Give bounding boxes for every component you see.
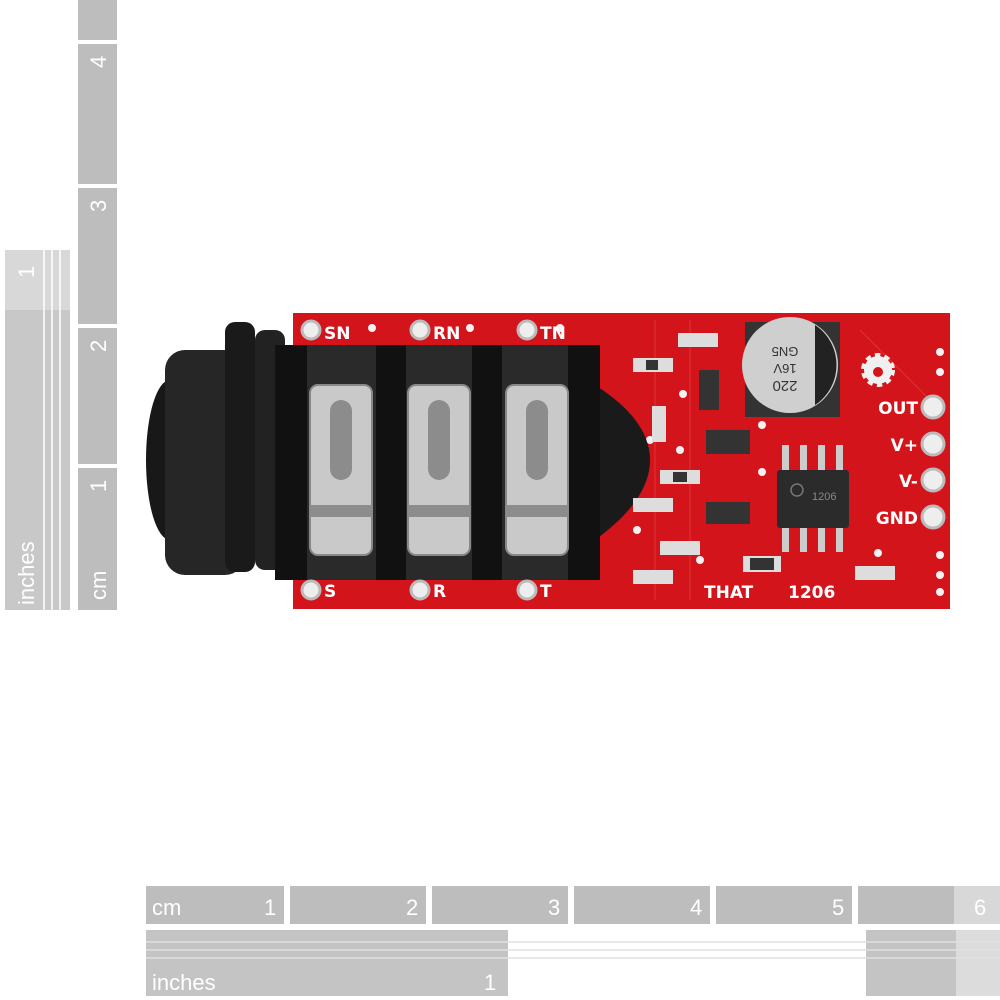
- bottom-ruler-cm-3: 3: [548, 895, 560, 920]
- pad-r: [409, 579, 431, 601]
- audio-jack: [146, 322, 650, 580]
- board-part-number: 1206: [788, 583, 835, 603]
- cap-text-3: GN5: [772, 344, 799, 359]
- label-sn: SN: [324, 324, 350, 344]
- cap-text-1: 220: [772, 377, 797, 394]
- pcb-board: SN RN TN S R T OUT V+ V- GND THAT 1206 2…: [146, 313, 950, 609]
- ic-marking: 1206: [812, 491, 836, 503]
- pad-rn: [409, 319, 431, 341]
- left-ruler-cm-3: 3: [86, 200, 111, 212]
- label-r: R: [433, 582, 446, 602]
- label-out: OUT: [878, 399, 918, 419]
- label-gnd: GND: [876, 509, 918, 529]
- left-ruler-cm-2: 2: [86, 340, 111, 352]
- label-t: T: [540, 582, 552, 602]
- open-hardware-gear-icon: [861, 353, 895, 387]
- that1206-ic: 1206: [777, 445, 849, 552]
- bottom-ruler-inch-1: 1: [484, 970, 496, 995]
- label-s: S: [324, 582, 336, 602]
- pad-vplus: [920, 431, 946, 457]
- label-tn: TN: [540, 324, 566, 344]
- left-ruler: inches 1 cm 1 2 3 4: [5, 0, 117, 610]
- bottom-ruler-inches-label: inches: [152, 970, 216, 995]
- bottom-ruler-cm-6: 6: [974, 895, 986, 920]
- left-ruler-inch-1: 1: [14, 266, 39, 278]
- label-rn: RN: [433, 324, 460, 344]
- bottom-ruler-cm-1: 1: [264, 895, 276, 920]
- bottom-ruler-cm-5: 5: [832, 895, 844, 920]
- board-title: THAT: [704, 583, 754, 603]
- left-ruler-inches-label: inches: [14, 541, 39, 605]
- pad-out: [920, 394, 946, 420]
- bottom-ruler: cm 1 2 3 4 5 6 inches 1: [146, 886, 1000, 996]
- bottom-ruler-cm-label: cm: [152, 895, 181, 920]
- pad-t: [516, 579, 538, 601]
- label-vplus: V+: [891, 436, 918, 456]
- cap-text-2: 16V: [773, 361, 796, 376]
- pad-gnd: [920, 504, 946, 530]
- label-vminus: V-: [899, 472, 918, 492]
- pad-vminus: [920, 467, 946, 493]
- bottom-ruler-cm-2: 2: [406, 895, 418, 920]
- capacitor: 220 16V GN5: [742, 317, 840, 417]
- pad-s: [300, 579, 322, 601]
- left-ruler-cm-1: 1: [86, 480, 111, 492]
- left-ruler-cm-4: 4: [86, 56, 111, 68]
- left-ruler-cm-label: cm: [86, 571, 111, 600]
- pad-sn: [300, 319, 322, 341]
- bottom-ruler-cm-4: 4: [690, 895, 702, 920]
- pad-tn: [516, 319, 538, 341]
